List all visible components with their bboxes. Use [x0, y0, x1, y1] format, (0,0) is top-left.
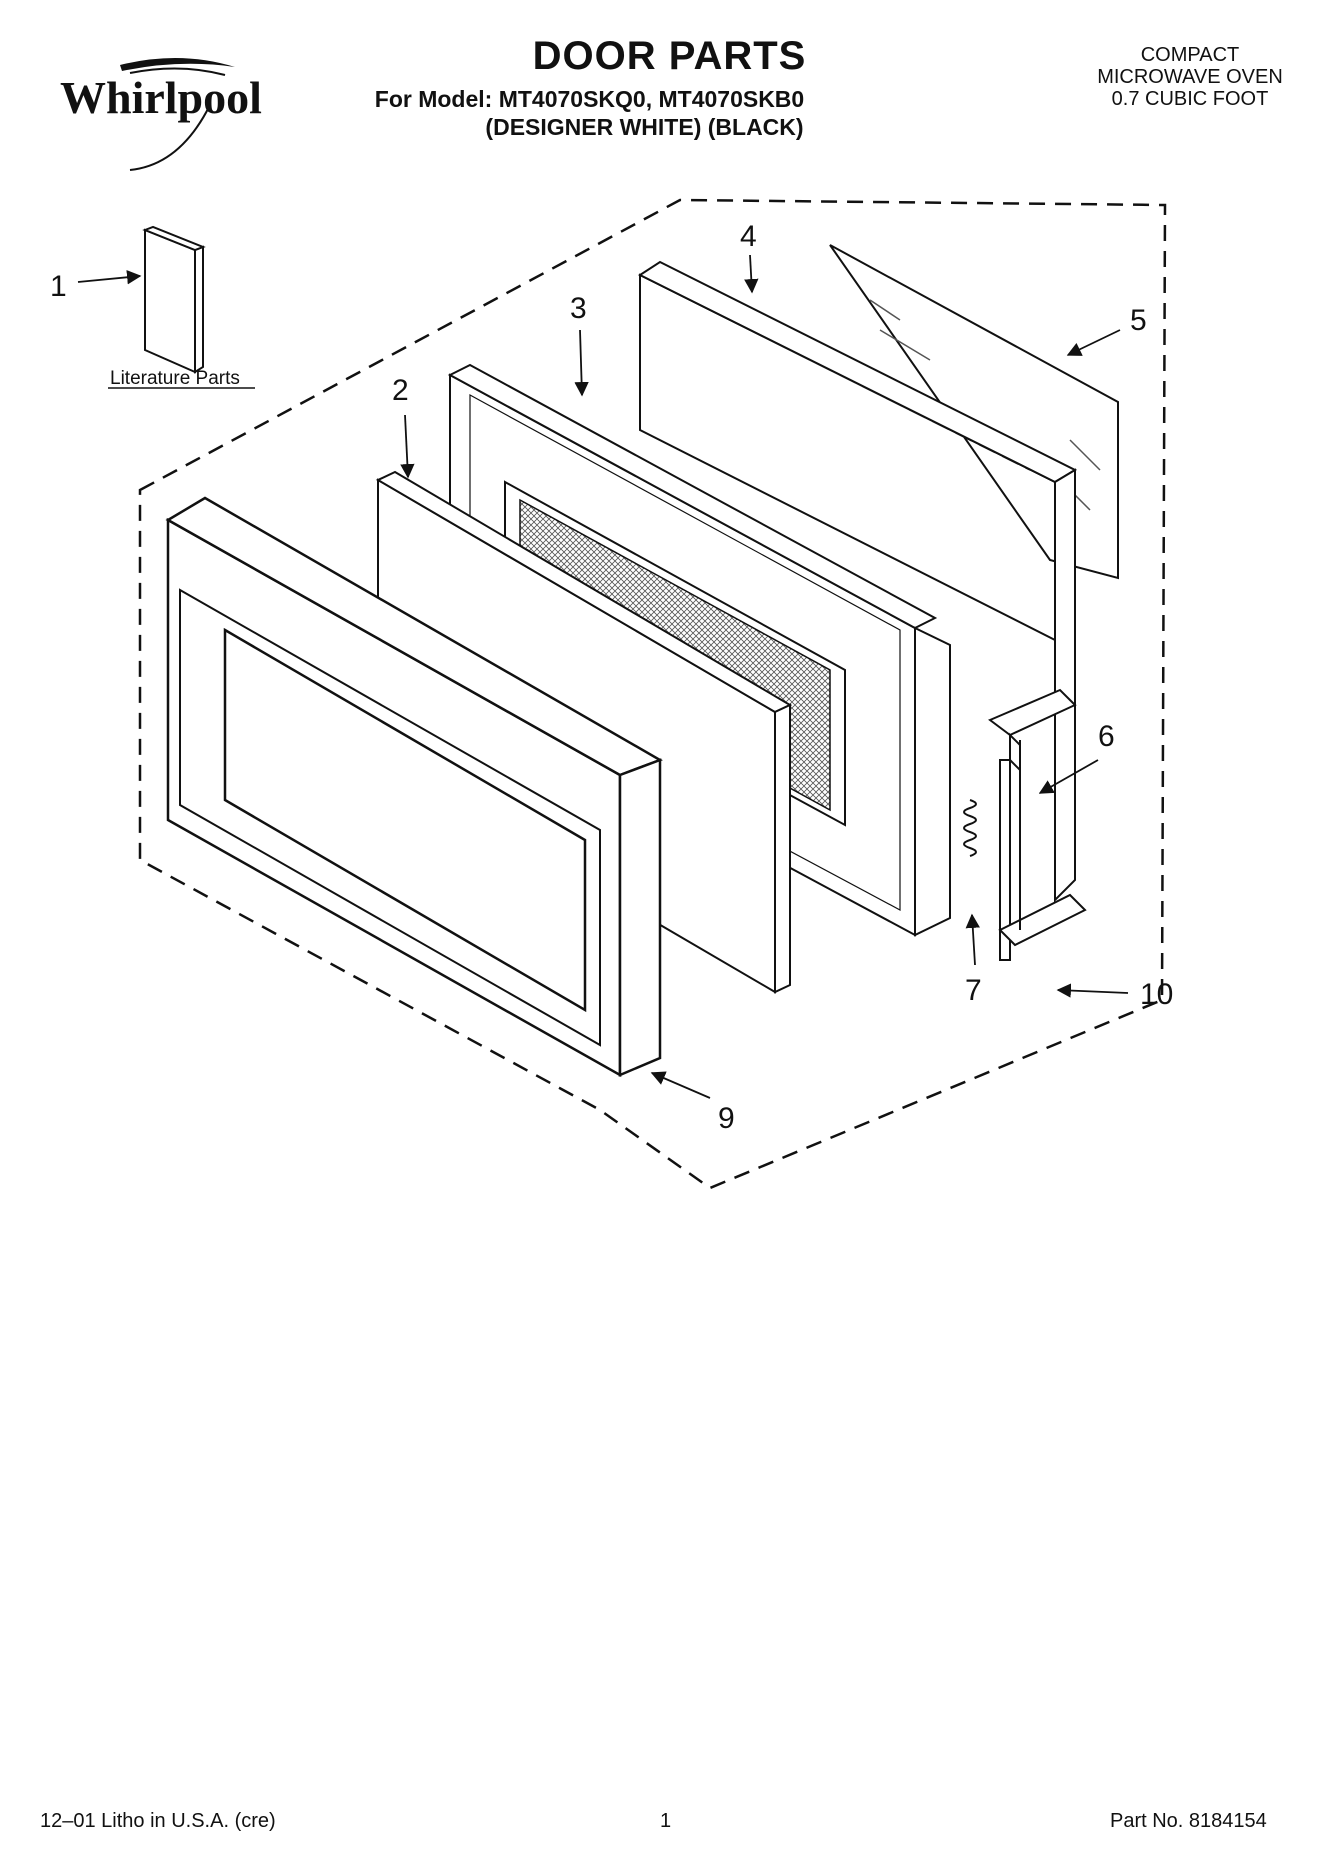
product-line-2: MICROWAVE OVEN	[1097, 66, 1283, 88]
product-description: COMPACT MICROWAVE OVEN 0.7 CUBIC FOOT	[1060, 44, 1320, 110]
callout-2: 2	[392, 374, 409, 407]
variant-line-text: (DESIGNER WHITE) (BLACK)	[485, 114, 804, 140]
whirlpool-logo: Whirlpool	[60, 55, 300, 175]
part-6-latch	[988, 688, 1087, 961]
literature-parts-card: Literature Parts	[108, 225, 255, 389]
part-5-glass	[829, 244, 1119, 580]
exploded-diagram: Literature Parts	[0, 190, 1339, 1230]
product-line-3: 0.7 CUBIC FOOT	[1111, 88, 1269, 110]
callout-3: 3	[570, 292, 587, 325]
callout-4: 4	[740, 220, 757, 253]
part-4-frame	[637, 260, 1078, 903]
logo-wordmark: Whirlpool	[60, 72, 262, 123]
footer-litho: 12–01 Litho in U.S.A. (cre)	[40, 1810, 276, 1832]
callout-9: 9	[718, 1102, 735, 1135]
part-7-spring	[963, 799, 977, 857]
model-line-text: For Model: MT4070SKQ0, MT4070SKB0	[374, 86, 805, 112]
callout-6: 6	[1098, 720, 1115, 753]
literature-parts-label: Literature Parts	[110, 368, 240, 389]
product-line-1: COMPACT	[1140, 44, 1240, 66]
model-line: For Model: MT4070SKQ0, MT4070SKB0	[0, 86, 1339, 113]
variant-line: (DESIGNER WHITE) (BLACK)	[0, 114, 1339, 141]
callout-5: 5	[1130, 304, 1147, 337]
part-9-front-door	[165, 496, 663, 1078]
callout-10: 10	[1140, 978, 1173, 1011]
assembly-boundary	[138, 198, 1167, 1190]
callout-7: 7	[965, 974, 982, 1007]
part-number: Part No. 8184154	[1110, 1810, 1267, 1832]
page-title: DOOR PARTS	[532, 34, 807, 78]
callout-1: 1	[50, 270, 67, 303]
leader-lines	[77, 254, 1129, 1099]
page-number: 1	[660, 1810, 672, 1832]
